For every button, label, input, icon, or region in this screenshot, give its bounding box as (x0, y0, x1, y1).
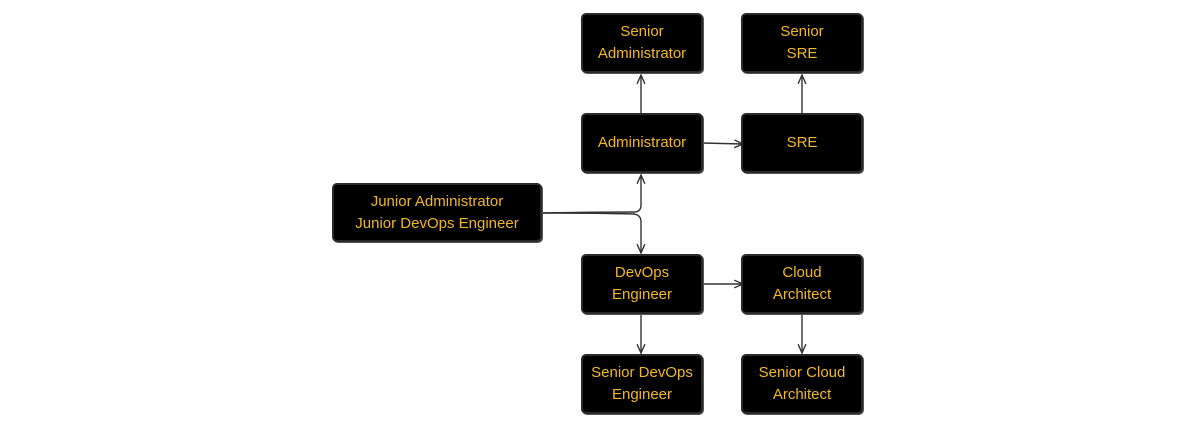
node-senior-sre-line-2: SRE (786, 45, 818, 62)
node-senior-sre: Senior SRE (741, 13, 863, 73)
edge-administrator-to-sre (701, 143, 743, 144)
node-junior: Junior Administrator Junior DevOps Engin… (332, 183, 542, 242)
node-senior-administrator-line-1: Senior (620, 23, 664, 40)
node-senior-cloud-architect-line-2: Architect (772, 386, 832, 403)
node-cloud-architect-line-2: Architect (772, 286, 832, 303)
node-senior-administrator-line-2: Administrator (597, 45, 687, 62)
edge-junior-to-devops-engineer (540, 212, 641, 253)
node-junior-line-1: Junior Administrator (370, 192, 504, 210)
node-administrator-line-1: Administrator (597, 134, 687, 151)
node-senior-devops-engineer-line-1: Senior DevOps (591, 364, 693, 381)
node-senior-sre-line-1: Senior (780, 23, 824, 40)
node-sre: SRE (741, 113, 863, 173)
node-devops-engineer-line-2: Engineer (611, 286, 673, 303)
node-senior-cloud-architect: Senior Cloud Architect (741, 354, 863, 414)
node-cloud-architect: Cloud Architect (741, 254, 863, 314)
edge-junior-to-administrator (540, 175, 641, 214)
node-sre-line-1: SRE (786, 134, 818, 151)
node-devops-engineer: DevOps Engineer (581, 254, 703, 314)
node-senior-devops-engineer: Senior DevOps Engineer (581, 354, 703, 414)
node-devops-engineer-line-1: DevOps (614, 264, 670, 281)
node-senior-administrator: Senior Administrator (581, 13, 703, 73)
node-cloud-architect-line-1: Cloud (782, 264, 822, 281)
node-senior-cloud-architect-line-1: Senior Cloud (758, 364, 846, 381)
node-senior-devops-engineer-line-2: Engineer (611, 386, 673, 403)
node-junior-line-2: Junior DevOps Engineer (355, 214, 519, 232)
node-administrator: Administrator (581, 113, 703, 173)
